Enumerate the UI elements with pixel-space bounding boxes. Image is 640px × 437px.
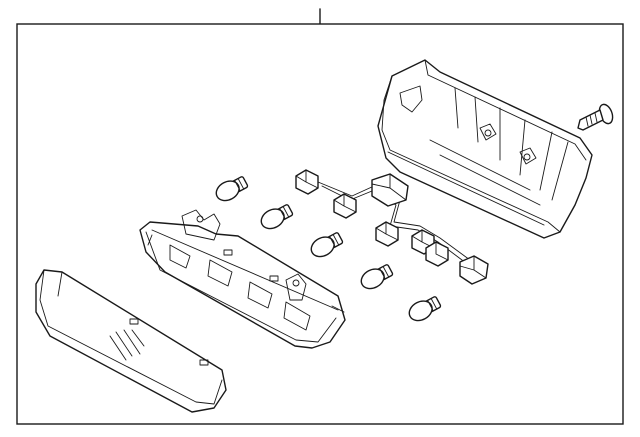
lamp-body-part[interactable]	[139, 209, 346, 349]
lens-part[interactable]	[35, 269, 227, 413]
screw-part[interactable]	[577, 103, 615, 131]
bulb-part[interactable]	[213, 173, 443, 324]
wire-harness-part[interactable]	[295, 169, 489, 285]
outer-housing-part[interactable]	[377, 59, 593, 239]
